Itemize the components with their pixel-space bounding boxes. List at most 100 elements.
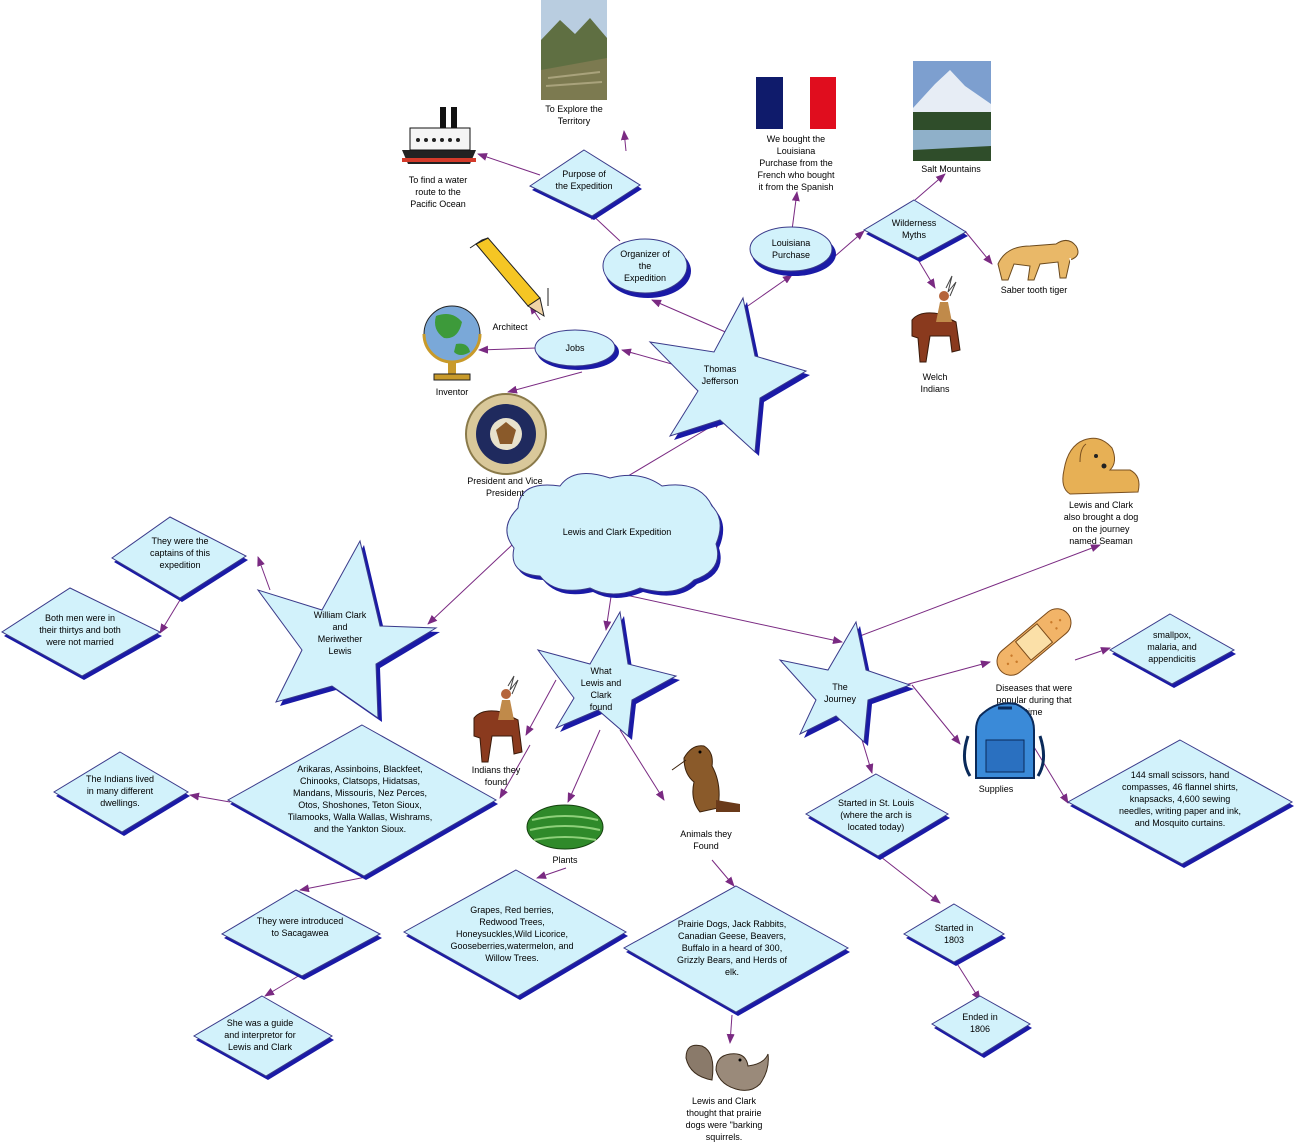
jobs-node[interactable]: Jobs [534,329,619,370]
globe-icon [422,305,482,381]
svg-text:elk.: elk. [725,967,739,977]
svg-text:malaria, and: malaria, and [1147,642,1197,652]
dwellings-node[interactable]: The Indians lived in many different dwel… [53,751,190,836]
animal-list-node[interactable]: Prairie Dogs, Jack Rabbits, Canadian Gee… [622,885,850,1016]
svg-text:and: and [332,622,347,632]
mountain-lake-photo [913,61,991,161]
svg-text:Pacific Ocean: Pacific Ocean [410,199,466,209]
mountain-ruins-photo [541,0,607,100]
svg-text:Otos, Shoshones, Teton Sioux,: Otos, Shoshones, Teton Sioux, [298,800,421,810]
svg-text:compasses, 46 flannel shirts,: compasses, 46 flannel shirts, [1122,782,1238,792]
svg-text:Journey: Journey [824,694,857,704]
svg-text:found: found [485,777,508,787]
svg-text:Indians: Indians [920,384,950,394]
svg-text:Both men were in: Both men were in [45,613,115,623]
watermelon-icon [526,804,604,850]
svg-text:dwellings.: dwellings. [100,798,140,808]
svg-text:named Seaman: named Seaman [1069,536,1133,546]
guide-node[interactable]: She was a guide and interpretor for Lewi… [192,995,334,1080]
svg-text:President and Vice: President and Vice [467,476,542,486]
svg-text:thought that prairie: thought that prairie [686,1108,761,1118]
svg-text:squirrels.: squirrels. [706,1132,743,1142]
presidential-seal-icon [465,393,547,475]
svg-text:time: time [1025,707,1042,717]
disease-list-node[interactable]: smallpox, malaria, and appendicitis [1108,613,1236,688]
thirties-node[interactable]: Both men were in their thirtys and both … [1,587,162,680]
bandage-icon [996,608,1072,676]
svg-text:Purchase from the: Purchase from the [759,158,833,168]
svg-text:Diseases that were: Diseases that were [996,683,1073,693]
indian-rider-icon [911,275,961,363]
svg-text:found: found [590,702,613,712]
svg-text:appendicitis: appendicitis [1148,654,1196,664]
pencil-icon [469,237,549,318]
svg-text:Grapes, Red berries,: Grapes, Red berries, [470,905,554,915]
svg-text:in many different: in many different [87,786,154,796]
purpose-node[interactable]: Purpose of the Expedition [528,149,642,220]
svg-text:Salt Mountains: Salt Mountains [921,164,981,174]
svg-text:Plants: Plants [552,855,578,865]
myths-node[interactable]: Wilderness Myths [862,199,968,262]
sacagawea-node[interactable]: They were introduced to Sacagawea [220,889,382,980]
organizer-node[interactable]: Organizer of the Expedition [602,238,691,298]
svg-text:Lewis and Clark: Lewis and Clark [1069,500,1134,510]
svg-text:Willow Trees.: Willow Trees. [485,953,539,963]
svg-text:1803: 1803 [944,935,964,945]
svg-text:Gooseberries,watermelon, and: Gooseberries,watermelon, and [450,941,573,951]
svg-text:their thirtys and both: their thirtys and both [39,625,121,635]
journey-star-node[interactable]: The Journey [778,620,914,746]
plant-list-node[interactable]: Grapes, Red berries, Redwood Trees, Hone… [402,869,628,1000]
svg-text:Honeysuckles,Wild Licorice,: Honeysuckles,Wild Licorice, [456,929,568,939]
svg-text:Jefferson: Jefferson [702,376,739,386]
svg-text:Chinooks, Clatsops, Hidatsas,: Chinooks, Clatsops, Hidatsas, [300,776,420,786]
st-louis-node[interactable]: Started in St. Louis (where the arch is … [805,773,950,860]
clark-lewis-star-node[interactable]: William Clark and Meriwether Lewis [256,539,440,722]
svg-text:Canadian Geese, Beavers,: Canadian Geese, Beavers, [678,931,786,941]
svg-text:President: President [486,488,525,498]
supply-list-node[interactable]: 144 small scissors, hand compasses, 46 f… [1066,739,1294,868]
tribes-node[interactable]: Arikaras, Assinboins, Blackfeet, Chinook… [226,724,498,880]
found-star-node[interactable]: What Lewis and Clark found [536,610,680,740]
svg-text:French who bought: French who bought [757,170,835,180]
svg-text:captains of this: captains of this [150,548,211,558]
jefferson-label: Thomas [704,364,737,374]
svg-text:Organizer of: Organizer of [620,249,670,259]
svg-text:Welch: Welch [923,372,948,382]
svg-text:Clark: Clark [590,690,612,700]
svg-text:Louisiana: Louisiana [772,238,811,248]
svg-text:also brought a dog: also brought a dog [1064,512,1139,522]
svg-text:Purpose of: Purpose of [562,169,606,179]
captains-node[interactable]: They were the captains of this expeditio… [111,516,248,602]
svg-text:Lewis and Clark: Lewis and Clark [692,1096,757,1106]
central-cloud-node[interactable]: Lewis and Clark Expedition [506,473,724,599]
ended-node[interactable]: Ended in 1806 [931,995,1032,1058]
svg-text:Tilamooks, Walla Wallas, Wishr: Tilamooks, Walla Wallas, Wishrams, [288,812,433,822]
svg-text:located today): located today) [848,822,905,832]
svg-text:They were the: They were the [151,536,208,546]
dog-icon [1062,437,1140,495]
svg-text:144 small scissors, hand: 144 small scissors, hand [1131,770,1230,780]
svg-text:expedition: expedition [159,560,200,570]
svg-text:Lewis and Clark: Lewis and Clark [228,1042,293,1052]
svg-text:Architect: Architect [492,322,528,332]
svg-text:Mandans, Missouris, Nez Perces: Mandans, Missouris, Nez Perces, [293,788,427,798]
svg-text:Saber tooth tiger: Saber tooth tiger [1001,285,1068,295]
svg-text:Expedition: Expedition [624,273,666,283]
svg-text:Found: Found [693,841,719,851]
svg-text:and the Yankton Sioux.: and the Yankton Sioux. [314,824,406,834]
squirrel-icon [685,1044,769,1091]
jobs-label: Jobs [565,343,585,353]
svg-text:Grizzly Bears, and Herds of: Grizzly Bears, and Herds of [677,955,788,965]
svg-text:Wilderness: Wilderness [892,218,937,228]
svg-text:Animals they: Animals they [680,829,732,839]
louisiana-node[interactable]: Louisiana Purchase [749,226,836,276]
svg-text:To Explore the: To Explore the [545,104,603,114]
central-label: Lewis and Clark Expedition [563,527,672,537]
svg-text:Supplies: Supplies [979,784,1014,794]
jefferson-star-node[interactable]: Thomas Jefferson [648,296,810,456]
svg-text:Louisiana: Louisiana [777,146,816,156]
saber-tooth-tiger-icon [997,240,1079,281]
svg-text:Buffalo in a heard of 300,: Buffalo in a heard of 300, [682,943,782,953]
svg-text:needles, writing paper and ink: needles, writing paper and ink, [1119,806,1241,816]
started-node[interactable]: Started in 1803 [903,903,1006,966]
